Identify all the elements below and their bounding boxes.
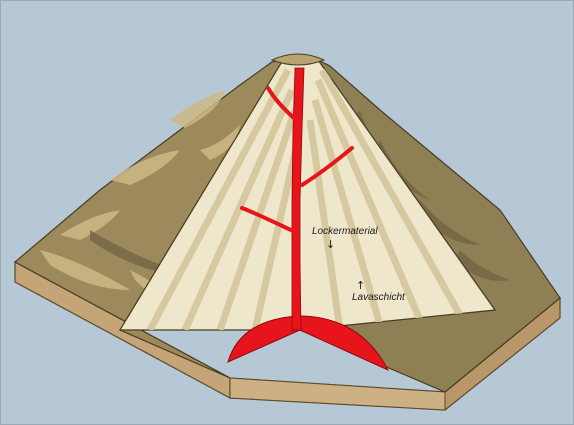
label-lockermaterial: Lockermaterial xyxy=(312,226,378,237)
block-front-face xyxy=(230,378,445,410)
label-lavaschicht: Lavaschicht xyxy=(352,292,405,303)
arrow-up-icon: ↑ xyxy=(356,280,365,291)
arrow-down-icon: ↓ xyxy=(326,239,335,250)
